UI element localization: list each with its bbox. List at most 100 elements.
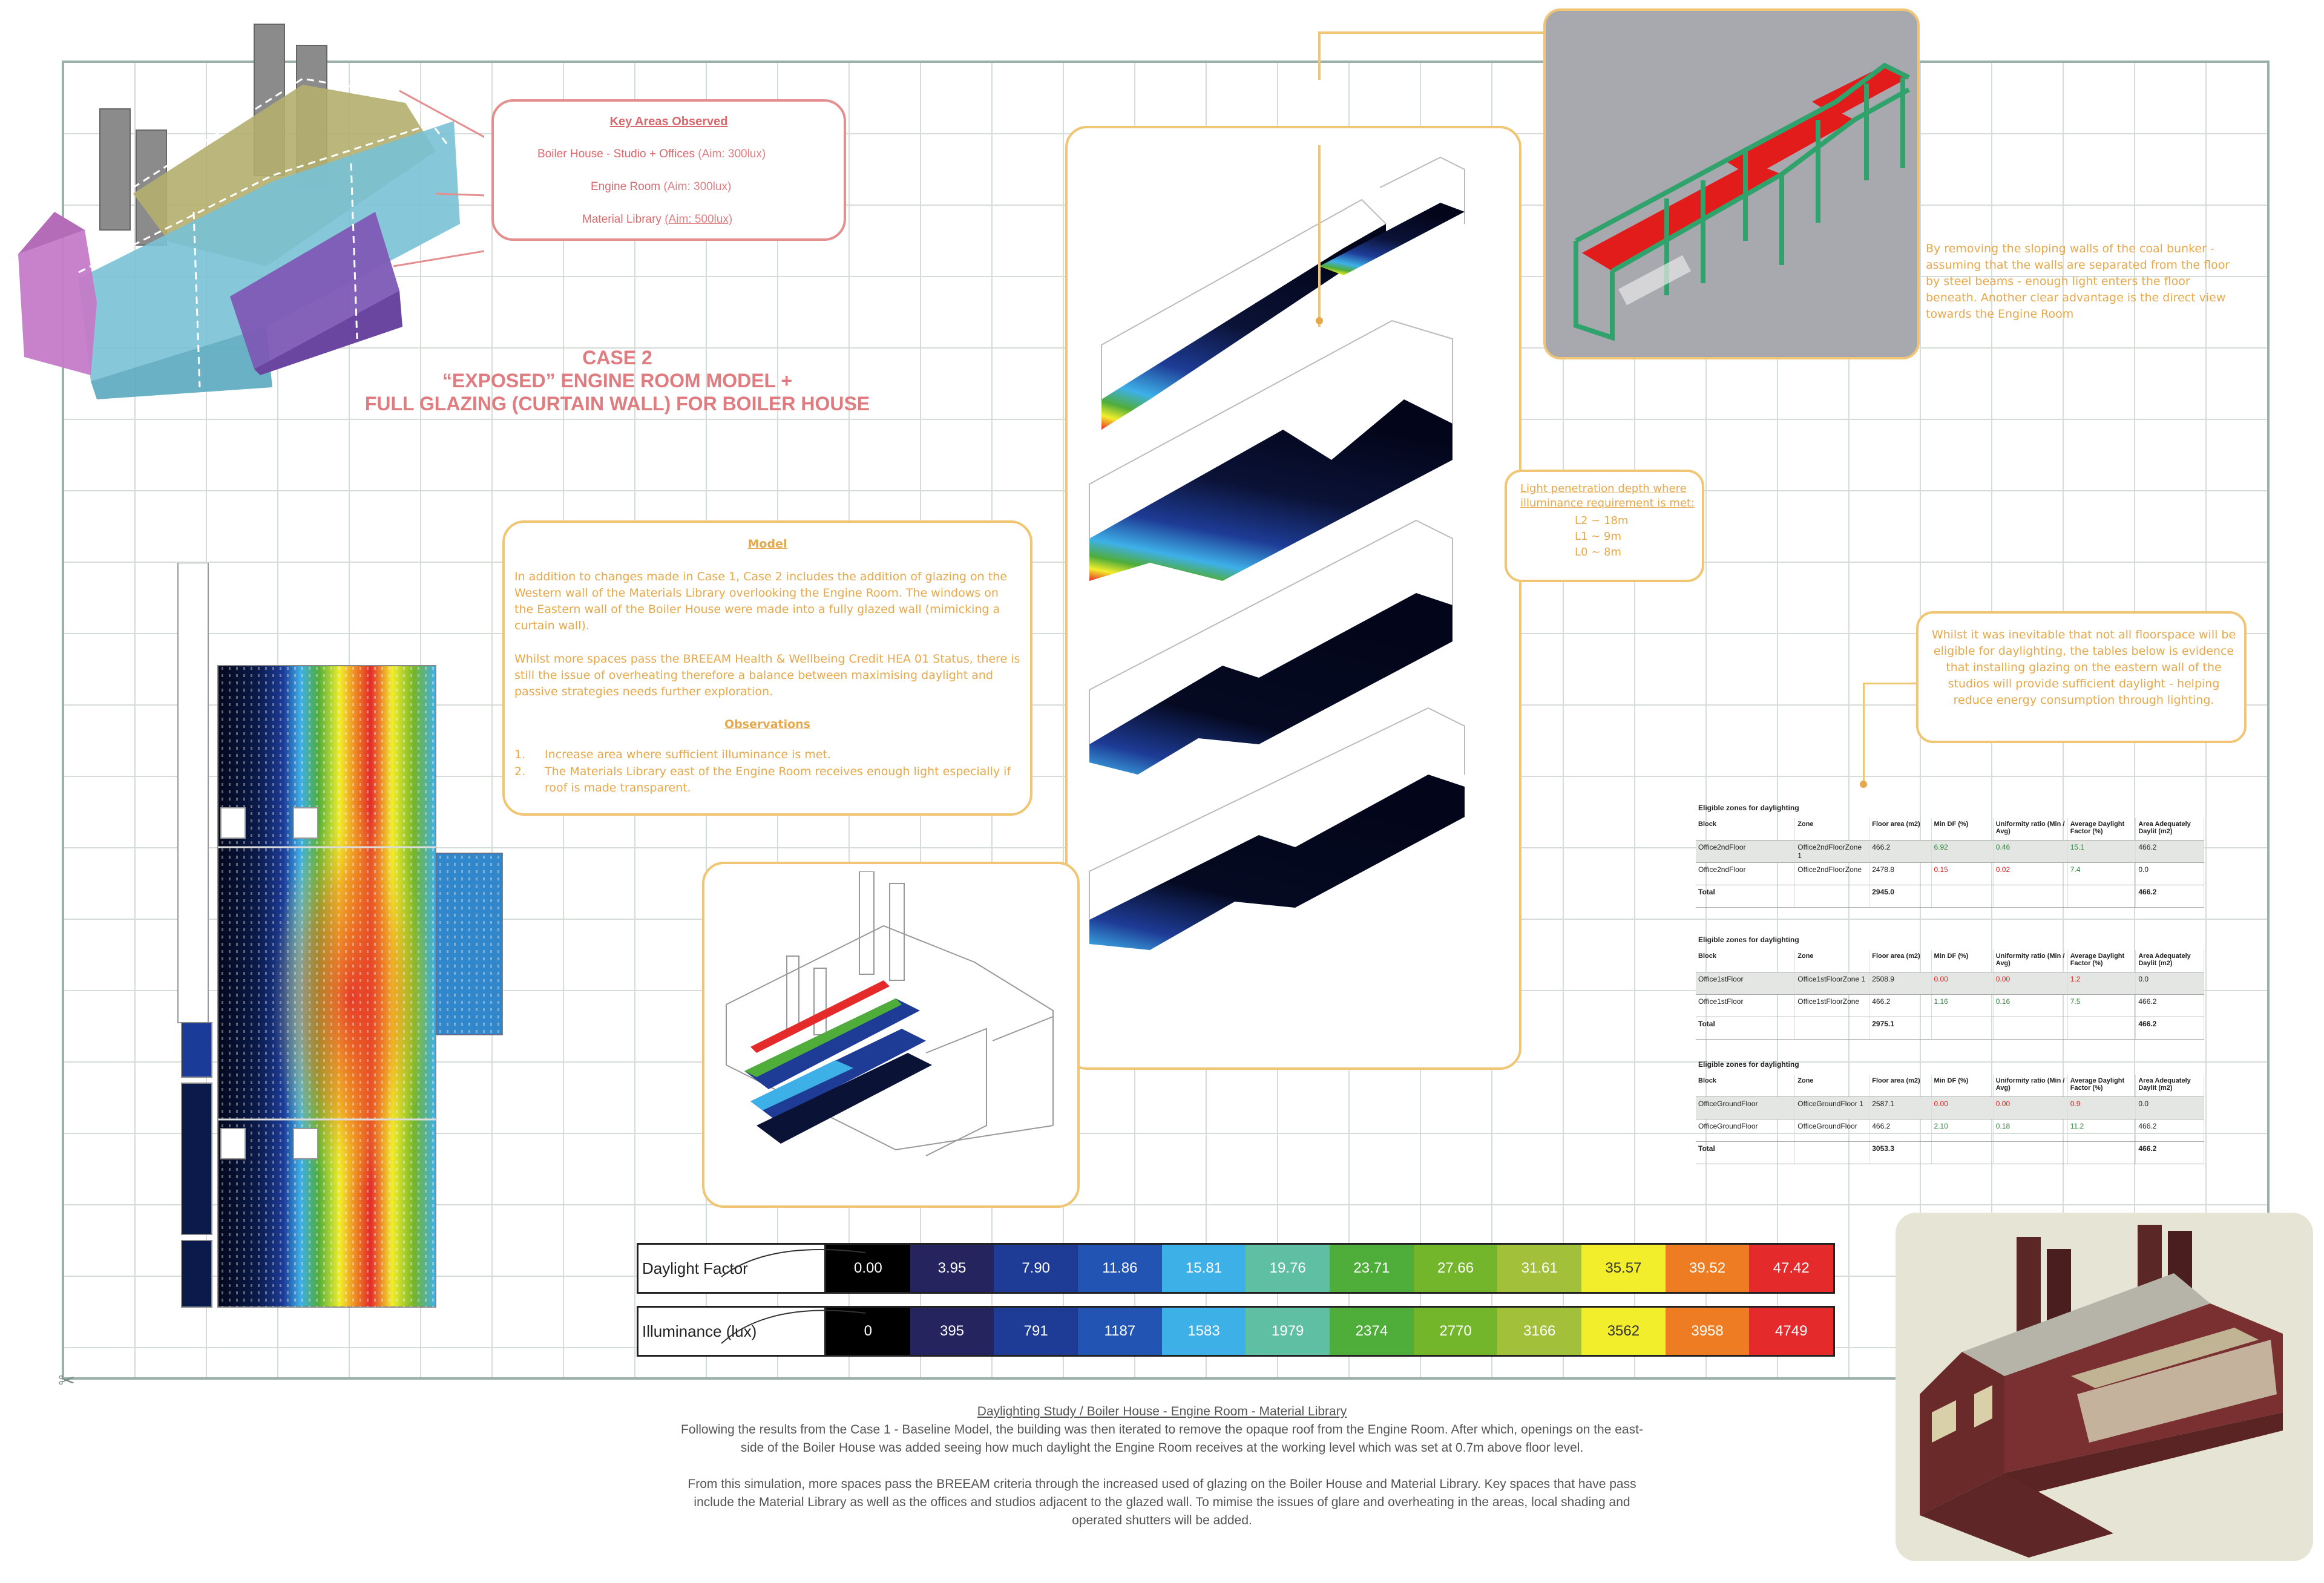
penetration-l2: L2 ~ 18m: [1575, 514, 1629, 527]
case-title-line-3: FULL GLAZING (CURTAIN WALL) FOR BOILER H…: [364, 393, 870, 415]
table-cell: 6.92: [1931, 840, 1994, 863]
connector-line: [1863, 683, 1865, 785]
table-cell: 0.0: [2135, 862, 2204, 885]
table-cell: Office2ndFloorZone 1: [1794, 840, 1870, 863]
table-header: Floor area (m2): [1869, 1075, 1932, 1097]
illuminance-legend-swatch: 3958: [1665, 1308, 1750, 1355]
observation-1: 1.Increase area where sufficient illumin…: [514, 748, 831, 761]
table-cell: 466.2: [1869, 840, 1932, 863]
table-header: Uniformity ratio (Min / Avg): [1993, 818, 2068, 841]
table-cell: Office2ndFloor: [1696, 862, 1796, 885]
table-cell: 1.2: [2067, 972, 2136, 995]
caption-title: Daylighting Study / Boiler House - Engin…: [977, 1404, 1347, 1418]
daylight-factor-legend-swatch: 35.57: [1581, 1245, 1666, 1292]
table-cell: 0.00: [1993, 972, 2068, 995]
connector-line: [1318, 31, 1560, 34]
daylight-factor-legend-swatch: 39.52: [1665, 1245, 1750, 1292]
table-header: Average Daylight Factor (%): [2067, 818, 2136, 841]
illuminance-legend-swatch: 395: [910, 1308, 994, 1355]
table-cell: 3053.3: [1869, 1141, 1932, 1164]
daylight-factor-legend-swatch: 31.61: [1497, 1245, 1582, 1292]
key-areas-title: Key Areas Observed: [609, 115, 728, 128]
table-cell: [1993, 1017, 2068, 1040]
key-area-engine-room: Engine Room (Aim: 300lux): [591, 180, 732, 193]
coal-bunker-structure: [1574, 62, 1910, 341]
table-cell: OfficeGroundFloor: [1794, 1119, 1870, 1142]
table-cell: 2975.1: [1869, 1017, 1932, 1040]
table-header: Min DF (%): [1931, 950, 1994, 972]
table-header: Area Adequately Daylit (m2): [2135, 950, 2204, 972]
daylight-factor-label: Daylight Factor: [638, 1245, 826, 1292]
daylight-factor-legend-swatch: 11.86: [1078, 1245, 1162, 1292]
daylight-factor-legend-swatch: 47.42: [1749, 1245, 1834, 1292]
daylight-factor-legend-swatch: 7.90: [994, 1245, 1078, 1292]
table-cell: Office2ndFloorZone: [1794, 862, 1870, 885]
table-cell: 0.0: [2135, 1096, 2204, 1119]
connector-line: [1863, 683, 1917, 684]
table-cell: 2508.9: [1869, 972, 1932, 995]
table-cell: 466.2: [2135, 885, 2204, 908]
table-cell: 0.02: [1993, 862, 2068, 885]
table-cell: [1794, 1017, 1870, 1040]
observation-2: 2.The Materials Library east of the Engi…: [514, 765, 1011, 795]
illuminance-legend-swatch: 2374: [1330, 1308, 1414, 1355]
table-2-caption: Eligible zones for daylighting: [1698, 936, 1799, 944]
table-cell: 466.2: [2135, 994, 2204, 1017]
table-cell: 0.0: [2135, 972, 2204, 995]
scissor-icon: ✂: [58, 1369, 76, 1393]
table-cell: 0.46: [1993, 840, 2068, 863]
brick-building-render: [1920, 1225, 2283, 1558]
table-cell: 0.9: [2067, 1096, 2136, 1119]
coal-bunker-render: [1543, 8, 1920, 359]
daylight-factor-legend-swatch: 19.76: [1246, 1245, 1330, 1292]
table-header: Average Daylight Factor (%): [2067, 1075, 2136, 1097]
table-3-caption: Eligible zones for daylighting: [1698, 1060, 1799, 1069]
observations-title: Observations: [724, 718, 810, 731]
table-cell: [2067, 1017, 2136, 1040]
table-cell: Office1stFloor: [1696, 994, 1796, 1017]
table-cell: 11.2: [2067, 1119, 2136, 1142]
table-header: Uniformity ratio (Min / Avg): [1993, 950, 2068, 972]
table-cell: 0.15: [1931, 862, 1994, 885]
connector-dot: [1860, 781, 1867, 788]
table-header: Floor area (m2): [1869, 818, 1932, 841]
daylight-factor-legend-swatch: 15.81: [1161, 1245, 1246, 1292]
model-card: Model In addition to changes made in Cas…: [502, 520, 1032, 816]
case-title-line-2: “EXPOSED” ENGINE ROOM MODEL +: [442, 370, 793, 392]
table-cell: 2.10: [1931, 1119, 1994, 1142]
legend-curve-arrows: [721, 1249, 866, 1344]
illuminance-legend-swatch: 1979: [1246, 1308, 1330, 1355]
table-header: Block: [1696, 818, 1796, 841]
penetration-l1: L1 ~ 9m: [1575, 530, 1621, 543]
table-cell: 466.2: [1869, 1119, 1932, 1142]
table-header: Zone: [1794, 950, 1870, 972]
table-cell: OfficeGroundFloor: [1696, 1119, 1796, 1142]
case-title: CASE 2 “EXPOSED” ENGINE ROOM MODEL + FUL…: [290, 346, 944, 415]
model-card-paragraph-1: In addition to changes made in Case 1, C…: [514, 570, 1007, 632]
penetration-depth-title: Light penetration depth where illuminanc…: [1520, 482, 1695, 510]
caption-paragraph-1: Following the results from the Case 1 - …: [681, 1423, 1643, 1455]
table-cell: [2067, 885, 2136, 908]
table-cell: Total: [1696, 1017, 1796, 1040]
table-cell: 0.18: [1993, 1119, 2068, 1142]
table-cell: 466.2: [2135, 1017, 2204, 1040]
illuminance-legend-swatch: 2770: [1413, 1308, 1498, 1355]
table-header: Min DF (%): [1931, 818, 1994, 841]
illuminance-legend-swatch: 1583: [1161, 1308, 1246, 1355]
exterior-render: [1896, 1213, 2313, 1561]
illuminance-label: Illuminance (lux): [638, 1308, 826, 1355]
table-cell: 466.2: [2135, 1141, 2204, 1164]
table-header: Area Adequately Daylit (m2): [2135, 1075, 2204, 1097]
table-cell: 2478.8: [1869, 862, 1932, 885]
table-cell: [1993, 885, 2068, 908]
daylight-factor-legend-swatch: 27.66: [1413, 1245, 1498, 1292]
daylight-factor-legend-swatch: 23.71: [1330, 1245, 1414, 1292]
table-cell: 2945.0: [1869, 885, 1932, 908]
